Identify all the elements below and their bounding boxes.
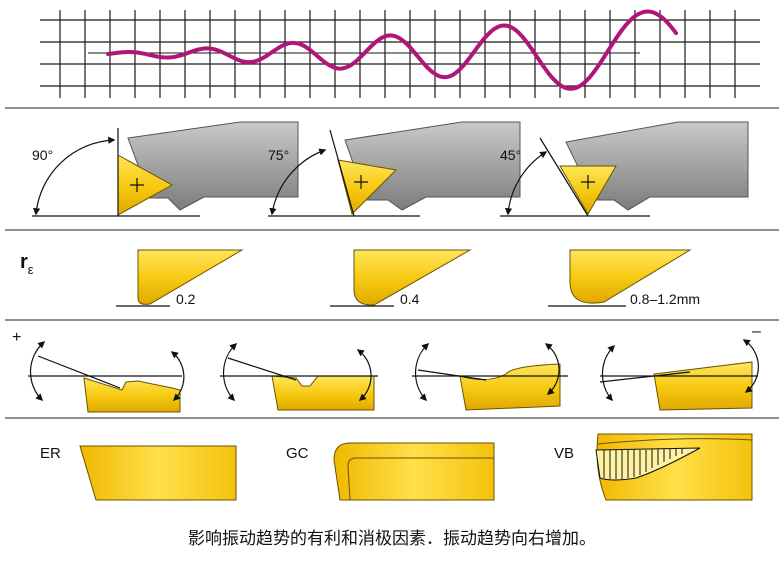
edge-label-gc: GC (286, 445, 309, 462)
insert-gc (333, 442, 495, 501)
vibration-wave (106, 9, 678, 91)
insert-vb (595, 433, 753, 501)
insert-r04 (353, 249, 472, 306)
insert-r02 (137, 249, 244, 305)
center-cross (130, 178, 144, 192)
minus-sign: – (752, 323, 761, 340)
angle-arc (504, 151, 548, 216)
tool-holder (565, 121, 749, 211)
rake-arc-right (544, 343, 560, 395)
insert-r12 (569, 249, 692, 304)
caption: 影响振动趋势的有利和消极因素．振动趋势向右增加。 (188, 529, 596, 549)
tool-45deg (500, 121, 749, 217)
angle-label-45: 45° (500, 147, 521, 163)
reference-line (329, 129, 355, 217)
wear-line (597, 438, 753, 445)
angle-arc (32, 136, 116, 216)
radius-symbol: rε (20, 251, 34, 277)
plus-sign: + (12, 329, 21, 346)
radius-symbol-main: r (20, 251, 28, 273)
center-cross (354, 175, 368, 189)
angle-label-90: 90° (32, 147, 53, 163)
radius-value-2: 0.8–1.2mm (630, 291, 700, 307)
insert (337, 159, 398, 215)
tool-holder (127, 121, 299, 211)
rake-angle-row: + – (12, 323, 761, 413)
radius-symbol-sub: ε (28, 262, 34, 277)
rake-arc-right (170, 351, 185, 401)
tool-holder (344, 121, 521, 211)
rake-arc-left (601, 344, 616, 402)
rake-line (227, 357, 297, 381)
rake-profile-3 (459, 363, 561, 411)
reference-line (539, 137, 589, 217)
angle-arc (269, 148, 327, 216)
vibration-grid (40, 10, 760, 98)
rake-profile-4 (653, 361, 753, 411)
rake-arc-right (742, 339, 759, 393)
center-cross (581, 175, 595, 189)
angle-label-75: 75° (268, 147, 289, 163)
rake-arc-left (222, 343, 238, 402)
tool-75deg (268, 121, 521, 217)
radius-value-0: 0.2 (176, 291, 196, 307)
rake-profile-1 (83, 377, 181, 413)
nose-radius-row: rε 0.2 0.4 0.8–1.2mm (20, 249, 700, 307)
rake-profile-2 (271, 375, 375, 411)
rake-arc-right (356, 349, 372, 401)
radius-value-1: 0.4 (400, 291, 420, 307)
insert-er (79, 445, 237, 501)
edge-label-vb: VB (554, 445, 574, 462)
rake-line (37, 355, 121, 389)
rake-arc-left (29, 341, 46, 402)
wear-hatch (603, 449, 683, 479)
entering-angle-row: 90° 75° 45° (32, 121, 749, 217)
insert (559, 165, 617, 215)
edge-prep-row: ER GC VB (40, 433, 753, 501)
rake-arc-left (414, 343, 430, 402)
rake-line (417, 369, 487, 381)
tool-90deg (32, 121, 299, 217)
edge-label-er: ER (40, 445, 61, 462)
